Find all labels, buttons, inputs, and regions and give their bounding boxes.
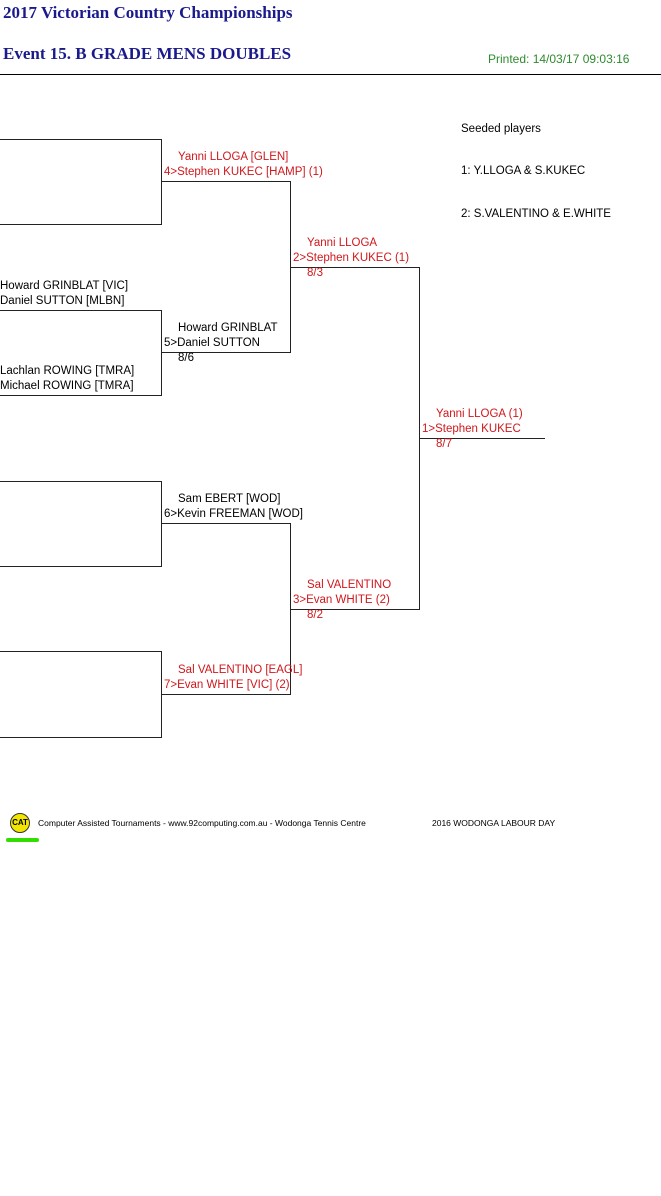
- header-divider: [0, 74, 661, 75]
- r2-line: [162, 352, 291, 353]
- r2-line: [162, 181, 291, 182]
- seed-2: 2: S.VALENTINO & E.WHITE: [461, 208, 611, 220]
- r1-line: [0, 651, 162, 652]
- semi-connector: [419, 267, 420, 610]
- r1-connector: [161, 481, 162, 567]
- semi-player: Sal VALENTINO: [307, 579, 392, 591]
- r1-connector: [161, 310, 162, 396]
- footer-credit: Computer Assisted Tournaments - www.92co…: [38, 818, 366, 828]
- r2-player: 7>Evan WHITE [VIC] (2): [164, 679, 290, 691]
- semi-player: Yanni LLOGA: [307, 237, 378, 249]
- r1-connector: [161, 651, 162, 738]
- r1-player: Michael ROWING [TMRA]: [0, 380, 134, 392]
- r2-player: Yanni LLOGA [GLEN]: [178, 151, 289, 163]
- r2-player: 6>Kevin FREEMAN [WOD]: [164, 508, 303, 520]
- r2-connector: [290, 523, 291, 695]
- semi-line: [291, 609, 420, 610]
- final-player: Yanni LLOGA (1): [436, 408, 523, 420]
- r1-line: [0, 566, 162, 567]
- event-title: Event 15. B GRADE MENS DOUBLES: [3, 44, 292, 63]
- r1-line: [0, 395, 162, 396]
- r2-line: [162, 694, 291, 695]
- seed-1: 1: Y.LLOGA & S.KUKEC: [461, 165, 586, 177]
- printed-timestamp: Printed: 14/03/17 09:03:16: [488, 52, 630, 66]
- r1-player: Lachlan ROWING [TMRA]: [0, 365, 135, 377]
- cat-logo-underline: [6, 838, 39, 842]
- r2-player: Howard GRINBLAT: [178, 322, 278, 334]
- semi-line: [291, 267, 420, 268]
- final-player: 1>Stephen KUKEC: [422, 423, 521, 435]
- semi-score: 8/2: [307, 609, 323, 621]
- final-line: [420, 438, 545, 439]
- r2-line: [162, 523, 291, 524]
- semi-score: 8/3: [307, 267, 323, 279]
- semi-player: 3>Evan WHITE (2): [293, 594, 390, 606]
- r1-line: [0, 737, 162, 738]
- r1-line: [0, 139, 162, 140]
- r1-line: [0, 224, 162, 225]
- semi-player: 2>Stephen KUKEC (1): [293, 252, 410, 264]
- footer-tournament: 2016 WODONGA LABOUR DAY: [432, 818, 556, 828]
- r2-player: 5>Daniel SUTTON: [164, 337, 260, 349]
- r1-player: Daniel SUTTON [MLBN]: [0, 295, 125, 307]
- championship-title: 2017 Victorian Country Championships: [3, 3, 293, 22]
- r2-player: Sal VALENTINO [EAGL]: [178, 664, 303, 676]
- r1-connector: [161, 139, 162, 225]
- r2-player: 4>Stephen KUKEC [HAMP] (1): [164, 166, 323, 178]
- r1-line: [0, 310, 162, 311]
- r2-score: 8/6: [178, 352, 194, 364]
- r1-line: [0, 481, 162, 482]
- r1-player: Howard GRINBLAT [VIC]: [0, 280, 129, 292]
- r2-connector: [290, 181, 291, 353]
- seeded-heading: Seeded players: [461, 123, 541, 135]
- r2-player: Sam EBERT [WOD]: [178, 493, 281, 505]
- cat-logo-icon: CAT: [10, 813, 30, 833]
- final-score: 8/7: [436, 438, 452, 450]
